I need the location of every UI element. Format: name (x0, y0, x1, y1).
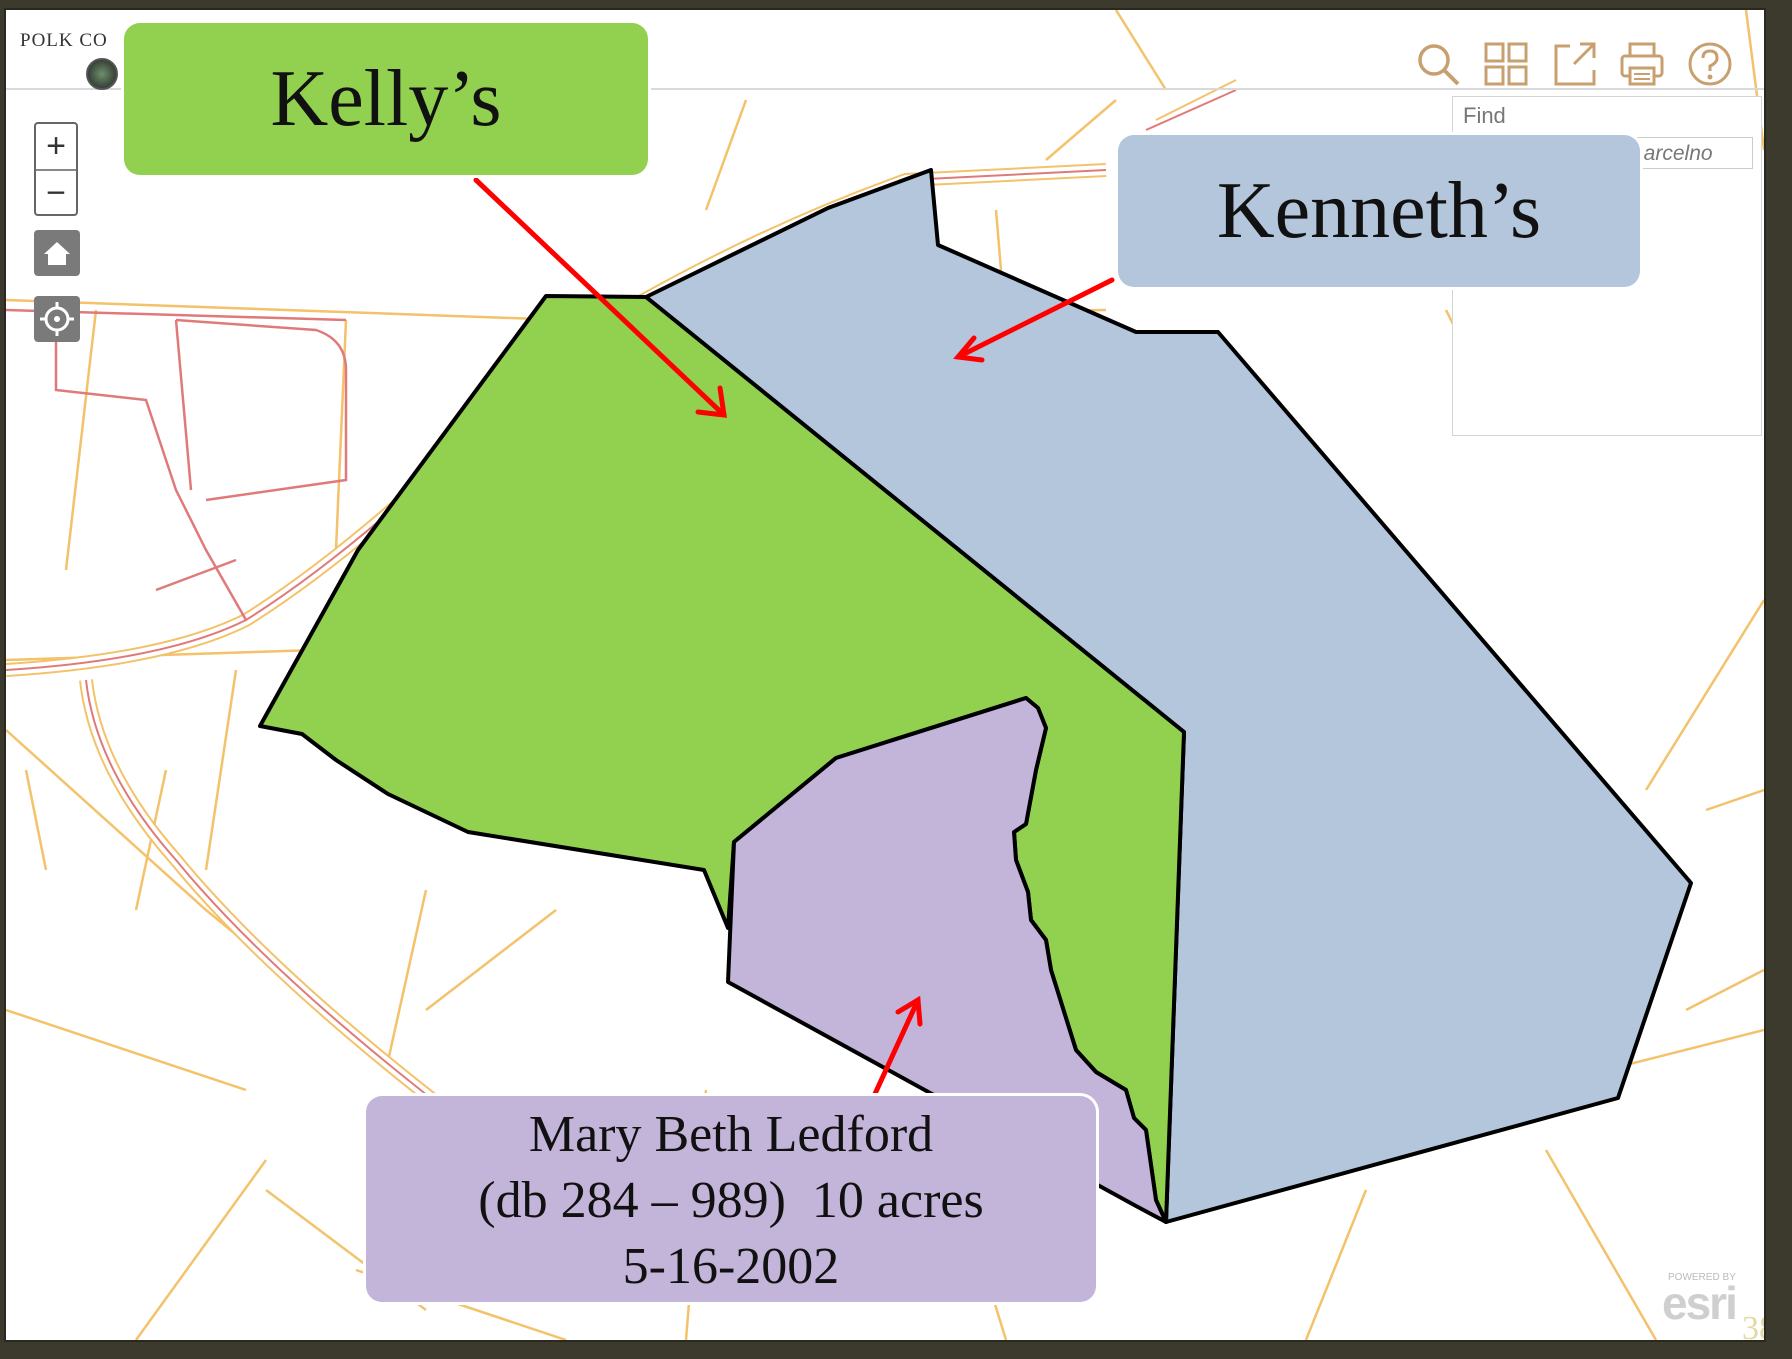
kelly-label: Kelly’s (270, 55, 502, 143)
local-roads (6, 308, 348, 621)
help-icon[interactable] (1686, 40, 1734, 88)
kelly-arrowhead (695, 385, 727, 418)
overview-grid-icon[interactable] (1482, 40, 1530, 88)
county-seal-icon (86, 58, 118, 90)
mary-date-line: 5-16-2002 (622, 1238, 840, 1295)
share-icon[interactable] (1550, 40, 1598, 88)
mary-deed-line: (db 284 – 989) 10 acres (478, 1172, 984, 1229)
kelly-callout: Kelly’s (124, 23, 648, 175)
zoom-out-button[interactable]: − (46, 174, 66, 212)
home-icon (44, 242, 70, 265)
search-icon[interactable] (1414, 40, 1462, 88)
annotation-arrows (473, 177, 1115, 1099)
parcel-number-input[interactable]: parcelno (1623, 137, 1753, 169)
kenneth-arrow (955, 277, 1115, 360)
zoom-divider (36, 169, 76, 171)
kenneth-arrowhead (953, 335, 985, 363)
esri-logo[interactable]: esri (1662, 1277, 1738, 1329)
mary-arrowhead (895, 995, 923, 1027)
header-divider (6, 88, 1764, 90)
zoom-in-button[interactable]: + (46, 127, 66, 165)
kelly-arrow (473, 177, 727, 418)
find-label: Find (1463, 103, 1506, 128)
home-button[interactable] (34, 230, 80, 276)
slide-number: 38 (1742, 1310, 1764, 1340)
kenneth-callout: Kenneth’s (1118, 135, 1640, 287)
mary-arrow (871, 997, 921, 1099)
kenneth-label: Kenneth’s (1216, 167, 1542, 255)
zoom-control: + − (34, 122, 78, 216)
powered-by-text: POWERED BY (1668, 1272, 1736, 1283)
print-icon[interactable] (1618, 40, 1666, 88)
logo-text: POLK CO (20, 30, 108, 51)
map-frame: POLK CO + − (6, 10, 1764, 1340)
county-logo: POLK CO (16, 22, 136, 96)
mary-ledford-parcel[interactable] (726, 696, 1168, 1224)
locate-icon (40, 302, 74, 336)
mary-ledford-callout: Mary Beth Ledford (db 284 – 989) 10 acre… (366, 1096, 1096, 1302)
mary-name-line: Mary Beth Ledford (528, 1106, 934, 1163)
locate-button[interactable] (34, 296, 80, 342)
